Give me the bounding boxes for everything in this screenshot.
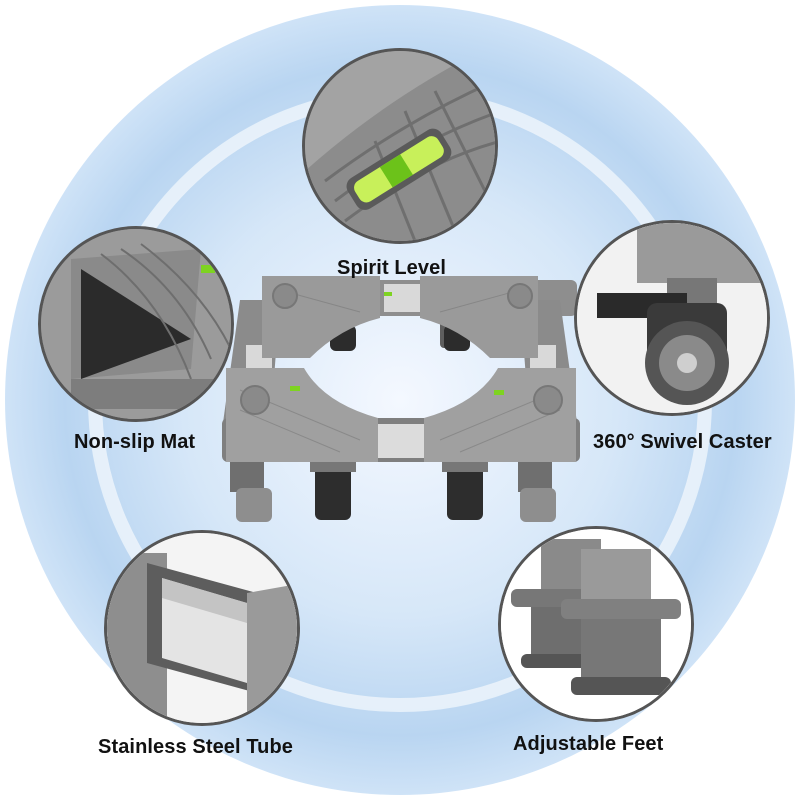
spirit-level-callout [302,48,498,244]
adjustable-feet-label: Adjustable Feet [513,733,664,755]
spirit-level-label: Spirit Level [337,257,447,279]
swivel-caster-callout [574,220,770,416]
steel-tube-callout [104,530,300,726]
swivel-caster-label: 360° Swivel Caster [593,431,772,453]
non-slip-mat-callout [38,226,234,422]
adjustable-feet-callout [498,526,694,722]
steel-tube-closeup [107,533,297,723]
non-slip-mat-closeup [41,229,231,419]
adjustable-feet-closeup [501,529,691,719]
non-slip-mat-label: Non-slip Mat [74,431,196,453]
steel-tube-label: Stainless Steel Tube [98,736,294,758]
base-frame [222,276,580,522]
swivel-caster-closeup [577,223,767,413]
spirit-level-closeup [305,51,495,241]
